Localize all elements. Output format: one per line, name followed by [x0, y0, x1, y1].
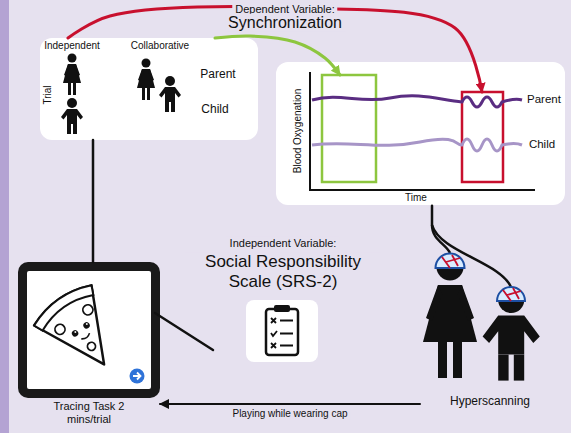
variable-name: Synchronization [225, 14, 345, 32]
hyperscanning-setup: Hyperscanning [420, 225, 565, 415]
condition-label: Independent [44, 40, 100, 52]
axis-label: Blood Oxygenation [292, 89, 304, 174]
axis-label: Trial [42, 85, 54, 104]
sync-window [322, 75, 376, 182]
chart-axes [310, 72, 535, 190]
role-label: Parent [200, 68, 235, 82]
chart-panel [276, 62, 565, 205]
task-label: Tracing Task 2 mins/trial [47, 400, 131, 425]
link-line [92, 140, 95, 262]
trial-panel: Independent CollaborativeTrial ParentChild [40, 38, 258, 140]
figures [61, 54, 181, 135]
trial-panel [40, 38, 258, 140]
series-label: Child [529, 138, 555, 151]
side-strip [0, 0, 9, 433]
role-label: Child [201, 103, 228, 117]
clipboard-icon [246, 300, 318, 362]
variable-kind: Independent Variable: [227, 237, 340, 250]
tablet [18, 262, 160, 398]
parent-signal [312, 96, 522, 107]
series-label: Parent [527, 93, 561, 106]
link-line [431, 206, 434, 225]
flow-arrow [160, 403, 420, 405]
condition-label: Collaborative [131, 40, 189, 52]
sync-arrow [68, 7, 482, 92]
chart-panel: Blood OxygenationTime ParentChild [276, 62, 565, 206]
stylus [155, 313, 213, 350]
child-signal [312, 139, 522, 151]
hyperscanning-figures [423, 225, 540, 381]
axis-label: Time [405, 192, 427, 204]
variable-name: Social Responsibility Scale (SRS-2) [185, 252, 381, 291]
edge-label: Playing while wearing cap [229, 408, 350, 420]
tablet-task: Tracing Task 2 mins/trial [18, 262, 160, 428]
setup-label: Hyperscanning [450, 395, 530, 409]
